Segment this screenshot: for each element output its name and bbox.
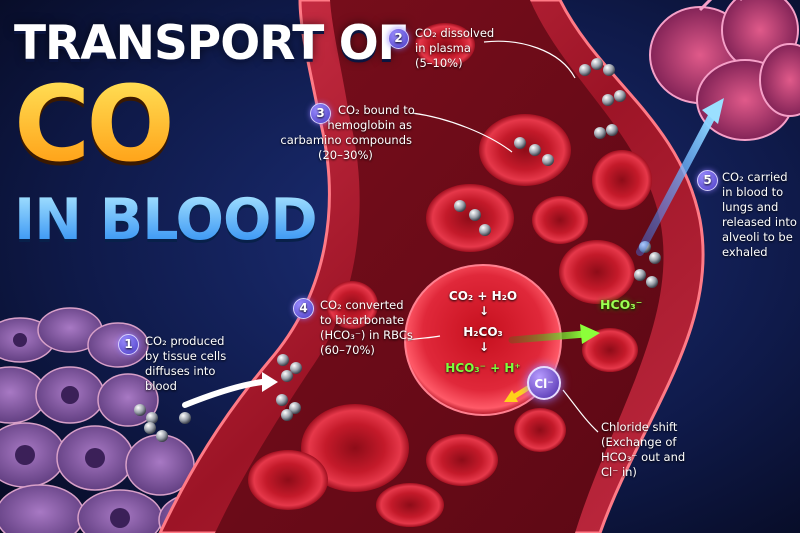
title-line-2: CO2: [14, 72, 206, 176]
reaction-step-3: HCO₃⁻ + H⁺: [445, 361, 521, 375]
callout-number-badge: 1: [118, 334, 139, 355]
callout-line: carbamino compounds: [280, 132, 412, 147]
title-co: CO: [14, 63, 171, 185]
reaction-step-2: H₂CO₃: [463, 325, 503, 339]
callout-number-badge: 2: [388, 28, 409, 49]
chloride-shift-line: (Exchange of: [601, 434, 677, 449]
callout-line: CO₂ carried: [722, 170, 788, 184]
callout-line: in blood to: [722, 184, 784, 199]
reaction-step-1: CO₂ + H₂O: [448, 289, 518, 303]
co2-molecules: [134, 58, 661, 442]
title-subscript: 2: [172, 122, 207, 185]
callout-line: hemoglobin as: [327, 117, 412, 132]
callout-3: 3 CO₂ bound to hemoglobin as carbamino c…: [274, 103, 424, 163]
callout-line: (HCO₃⁻) in RBCs: [320, 327, 413, 342]
callout-2: 2 CO₂ dissolved in plasma (5–10%): [388, 26, 498, 71]
alveoli: [649, 0, 800, 141]
exhale-arrow: [636, 98, 724, 256]
bicarbonate-exit-arrow: [508, 324, 600, 344]
callout-line: blood: [145, 378, 177, 393]
chloride-ion: Cl⁻: [527, 366, 561, 400]
bicarbonate-ion-label: HCO₃⁻: [600, 297, 643, 312]
callout-line: by tissue cells: [145, 348, 227, 363]
callout-number-badge: 5: [697, 170, 718, 191]
callout-line: CO₂ dissolved: [415, 26, 495, 40]
chloride-shift-line: HCO₃⁻ out and: [601, 449, 686, 464]
callout-line: exhaled: [722, 244, 768, 259]
red-blood-cells: [248, 23, 652, 527]
callout-1: 1 CO₂ produced by tissue cells diffuses …: [118, 334, 228, 394]
callout-line: (60–70%): [320, 342, 375, 357]
central-red-blood-cell: [404, 264, 562, 416]
callout-line: in plasma: [415, 40, 471, 55]
callout-number-badge: 4: [293, 298, 314, 319]
callout-5: 5 CO₂ carried in blood to lungs and rele…: [697, 170, 797, 260]
chloride-shift-line: Cl⁻ in): [601, 464, 637, 479]
callout-line: CO₂ converted: [320, 298, 404, 312]
callout-line: (20–30%): [318, 147, 373, 162]
reaction-arrow-2: ↓: [479, 340, 490, 354]
callout-number-badge: 3: [310, 103, 331, 124]
reaction-arrow-1: ↓: [479, 304, 490, 318]
title-line-1: TRANSPORT OF: [14, 16, 410, 71]
diffusion-arrow: [182, 379, 265, 408]
callout-line: diffuses into: [145, 363, 216, 378]
callout-line: alveoli to be: [722, 229, 793, 244]
callout-4: 4 CO₂ converted to bicarbonate (HCO₃⁻) i…: [293, 298, 413, 358]
chloride-entry-arrow: [504, 385, 531, 402]
callout-line: CO₂ bound to: [338, 103, 415, 117]
tissue-cells: [0, 307, 232, 533]
callout-line: lungs and: [722, 199, 779, 214]
callout-line: (5–10%): [415, 55, 463, 70]
title-line-3: IN BLOOD: [14, 187, 318, 253]
callout-line: released into: [722, 214, 797, 229]
callout-line: CO₂ produced: [145, 334, 225, 348]
chloride-shift-note: Chloride shift (Exchange of HCO₃⁻ out an…: [601, 420, 721, 480]
callout-leader-lines: [407, 40, 599, 433]
chloride-shift-line: Chloride shift: [601, 420, 678, 434]
callout-line: to bicarbonate: [320, 312, 405, 327]
